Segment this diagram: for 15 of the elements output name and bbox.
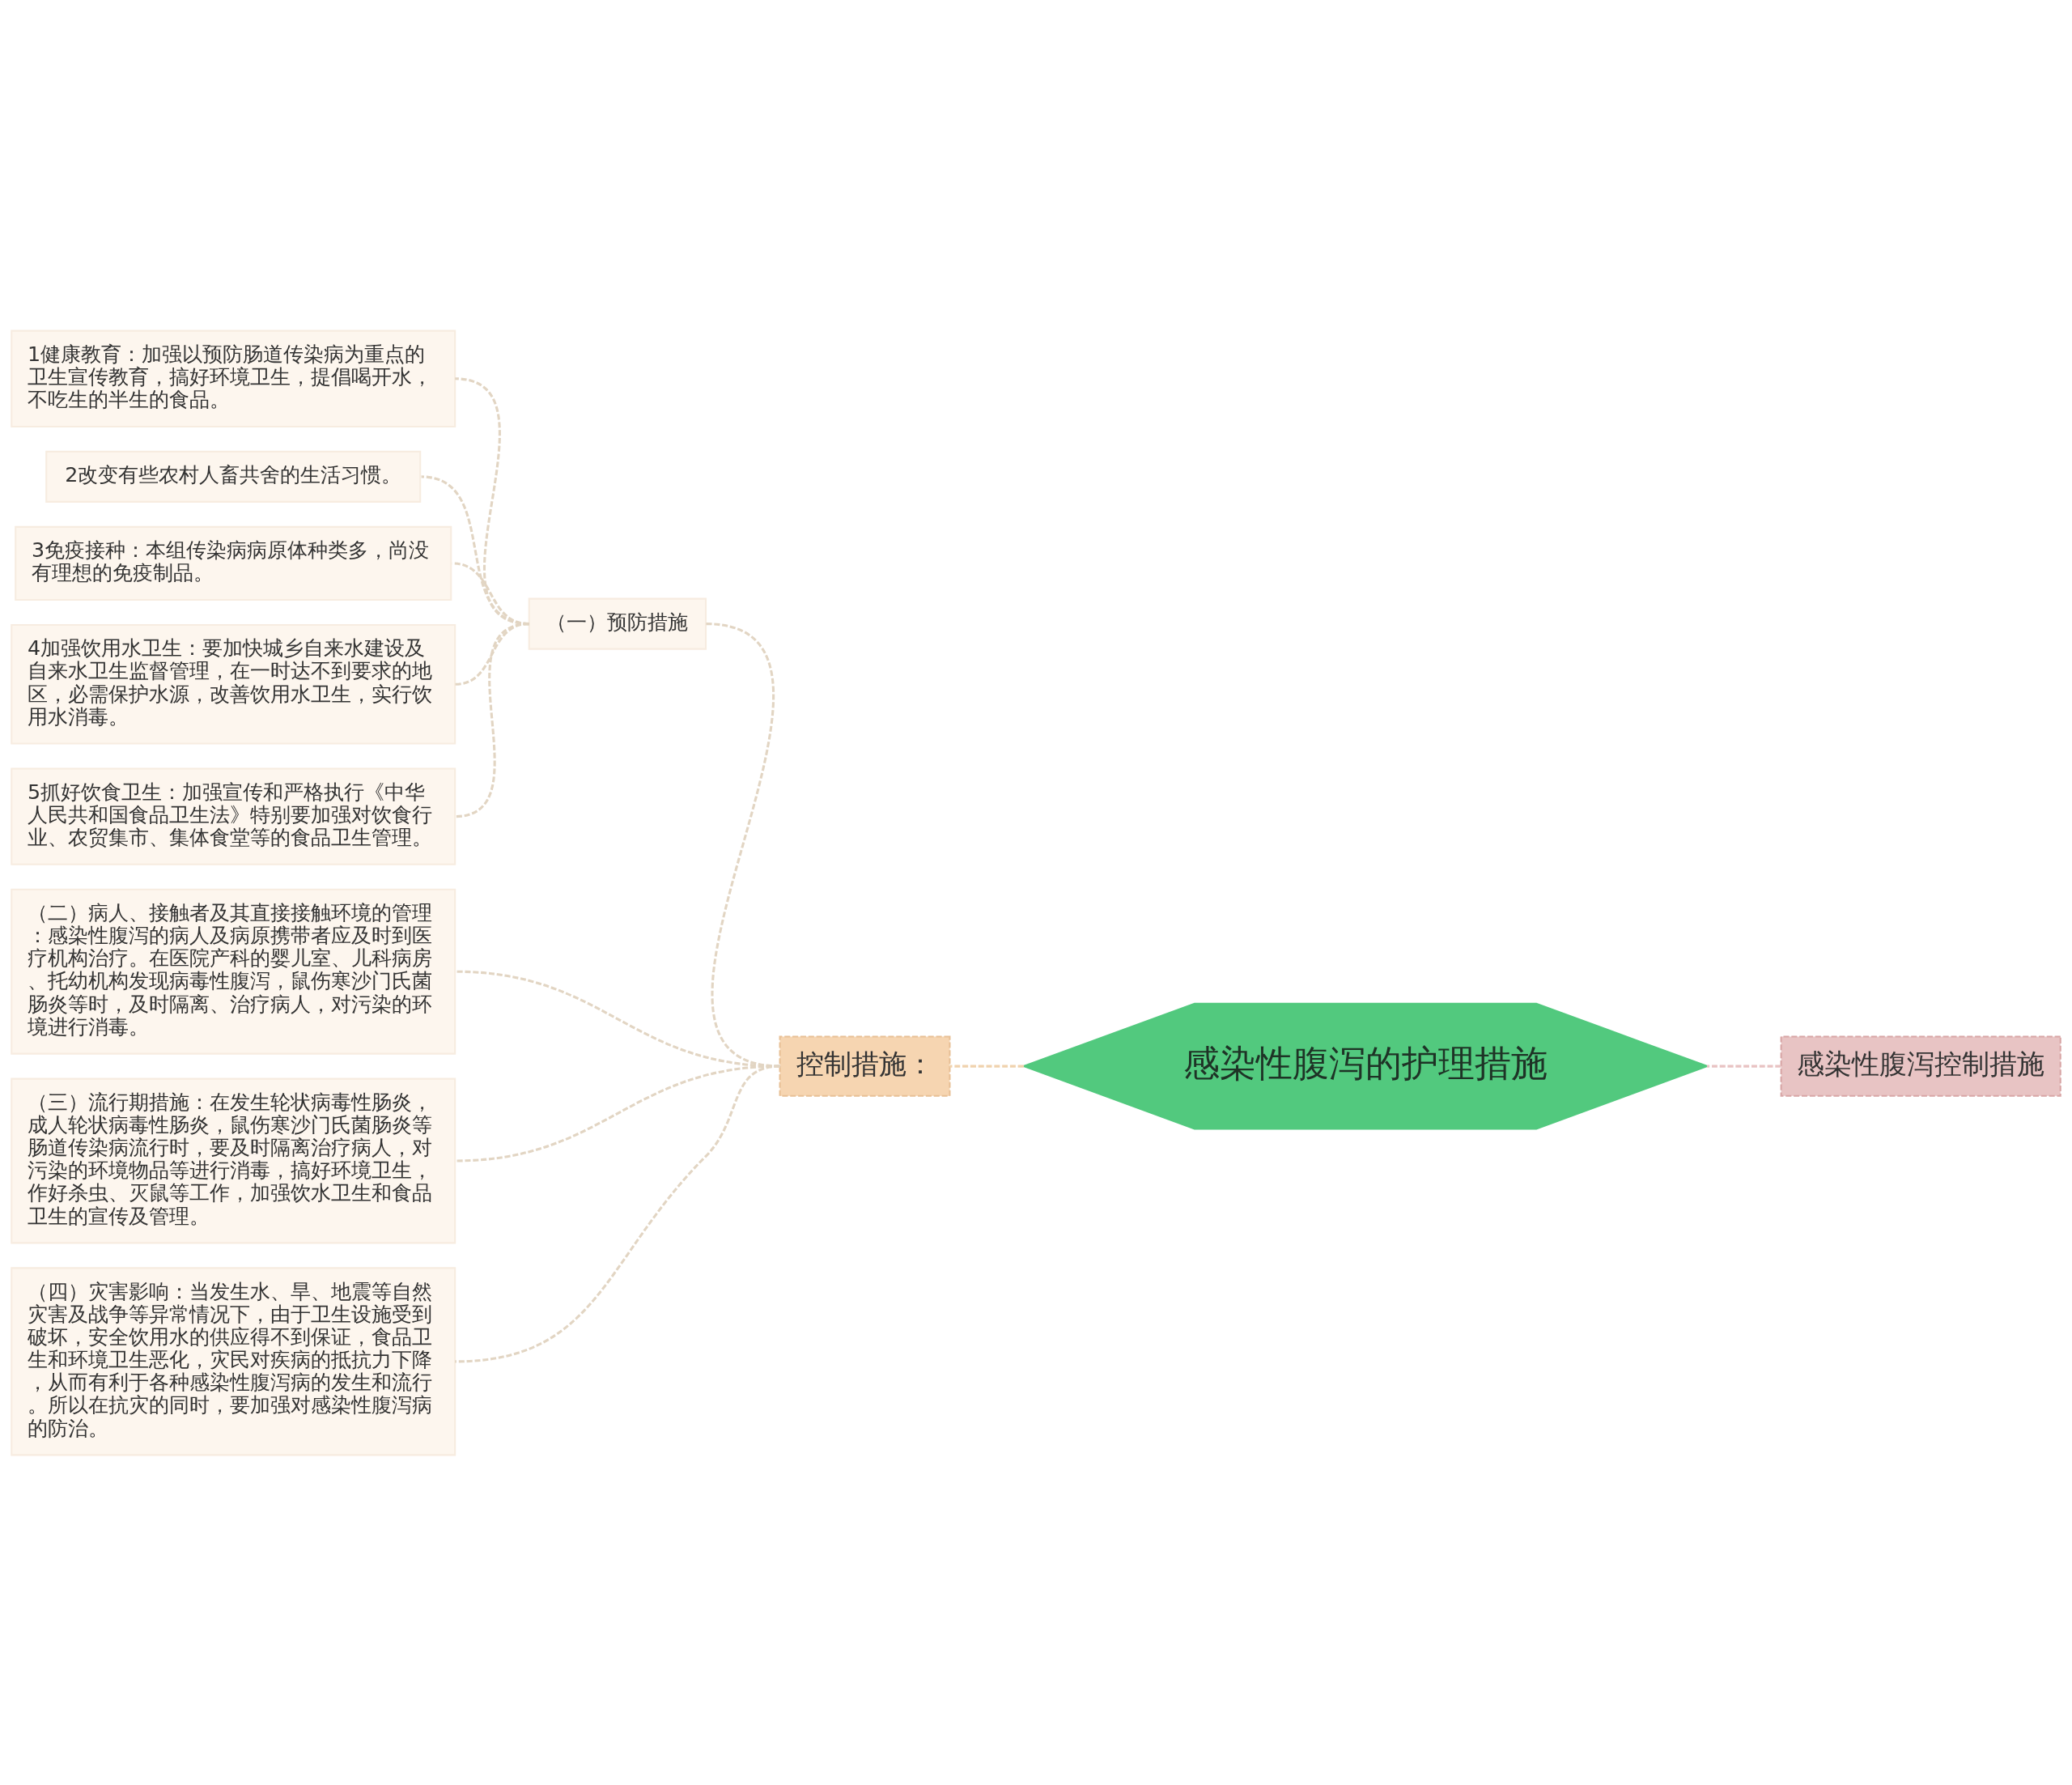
node-box: 4加强饮用水卫生：要加快城乡自来水建设及自来水卫生监督管理，在一时达不到要求的地区，必需保护水源，改善饮用水卫生，实行饮用水消毒。 xyxy=(11,623,456,745)
node-box: （三）流行期措施：在发生轮状病毒性肠炎，成人轮状病毒性肠炎，鼠伤寒沙门氏菌肠炎等肠道传染病流行时，要及时隔离治疗病人，对污染的环境物品等进行消毒，搞好环境卫生，作好杀虫、灭鼠等工作，加强饮水卫生和食品卫生的宣传及管理。 xyxy=(11,1077,456,1243)
node-box: 2改变有些农村人畜共舍的生活习惯。 xyxy=(45,450,422,503)
connector xyxy=(455,1065,780,1362)
node-box: 5抓好饮食卫生：加强宣传和严格执行《中华人民共和国食品卫生法》特别要加强对饮食行业、农贸集市、集体食堂等的食品卫生管理。 xyxy=(11,767,456,865)
node-box: （四）灾害影响：当发生水、旱、地震等自然灾害及战争等异常情况下，由于卫生设施受到破坏，安全饮用水的供应得不到保证，食品卫生和环境卫生恶化，灾民对疾病的抵抗力下降，从而有利于各种感染性腹泻病的发生和流行。所以在抗灾的同时，要加强对感染性腹泻病的防治。 xyxy=(11,1266,456,1456)
node-box: 1健康教育：加强以预防肠道传染病为重点的卫生宣传教育，搞好环境卫生，提倡喝开水，不吃生的半生的食品。 xyxy=(11,329,456,427)
node-box: 感染性腹泻控制措施 xyxy=(1780,1035,2061,1097)
connector xyxy=(1707,1065,1781,1068)
node-box: 控制措施： xyxy=(779,1035,951,1097)
node-box: 3免疫接种：本组传染病病原体种类多，尚没有理想的免疫制品。 xyxy=(15,525,452,601)
node-box: （一）预防措施 xyxy=(528,597,707,650)
node-box: （二）病人、接触者及其直接接触环境的管理：感染性腹泻的病人及病原携带者应及时到医疗机构治疗。在医院产科的婴儿室、儿科病房、托幼机构发现病毒性腹泻，鼠伤寒沙门氏菌肠炎等时，及时隔离、治疗病人，对污染的环境进行消毒。 xyxy=(11,888,456,1055)
connector xyxy=(949,1065,1024,1068)
connector xyxy=(454,622,530,818)
